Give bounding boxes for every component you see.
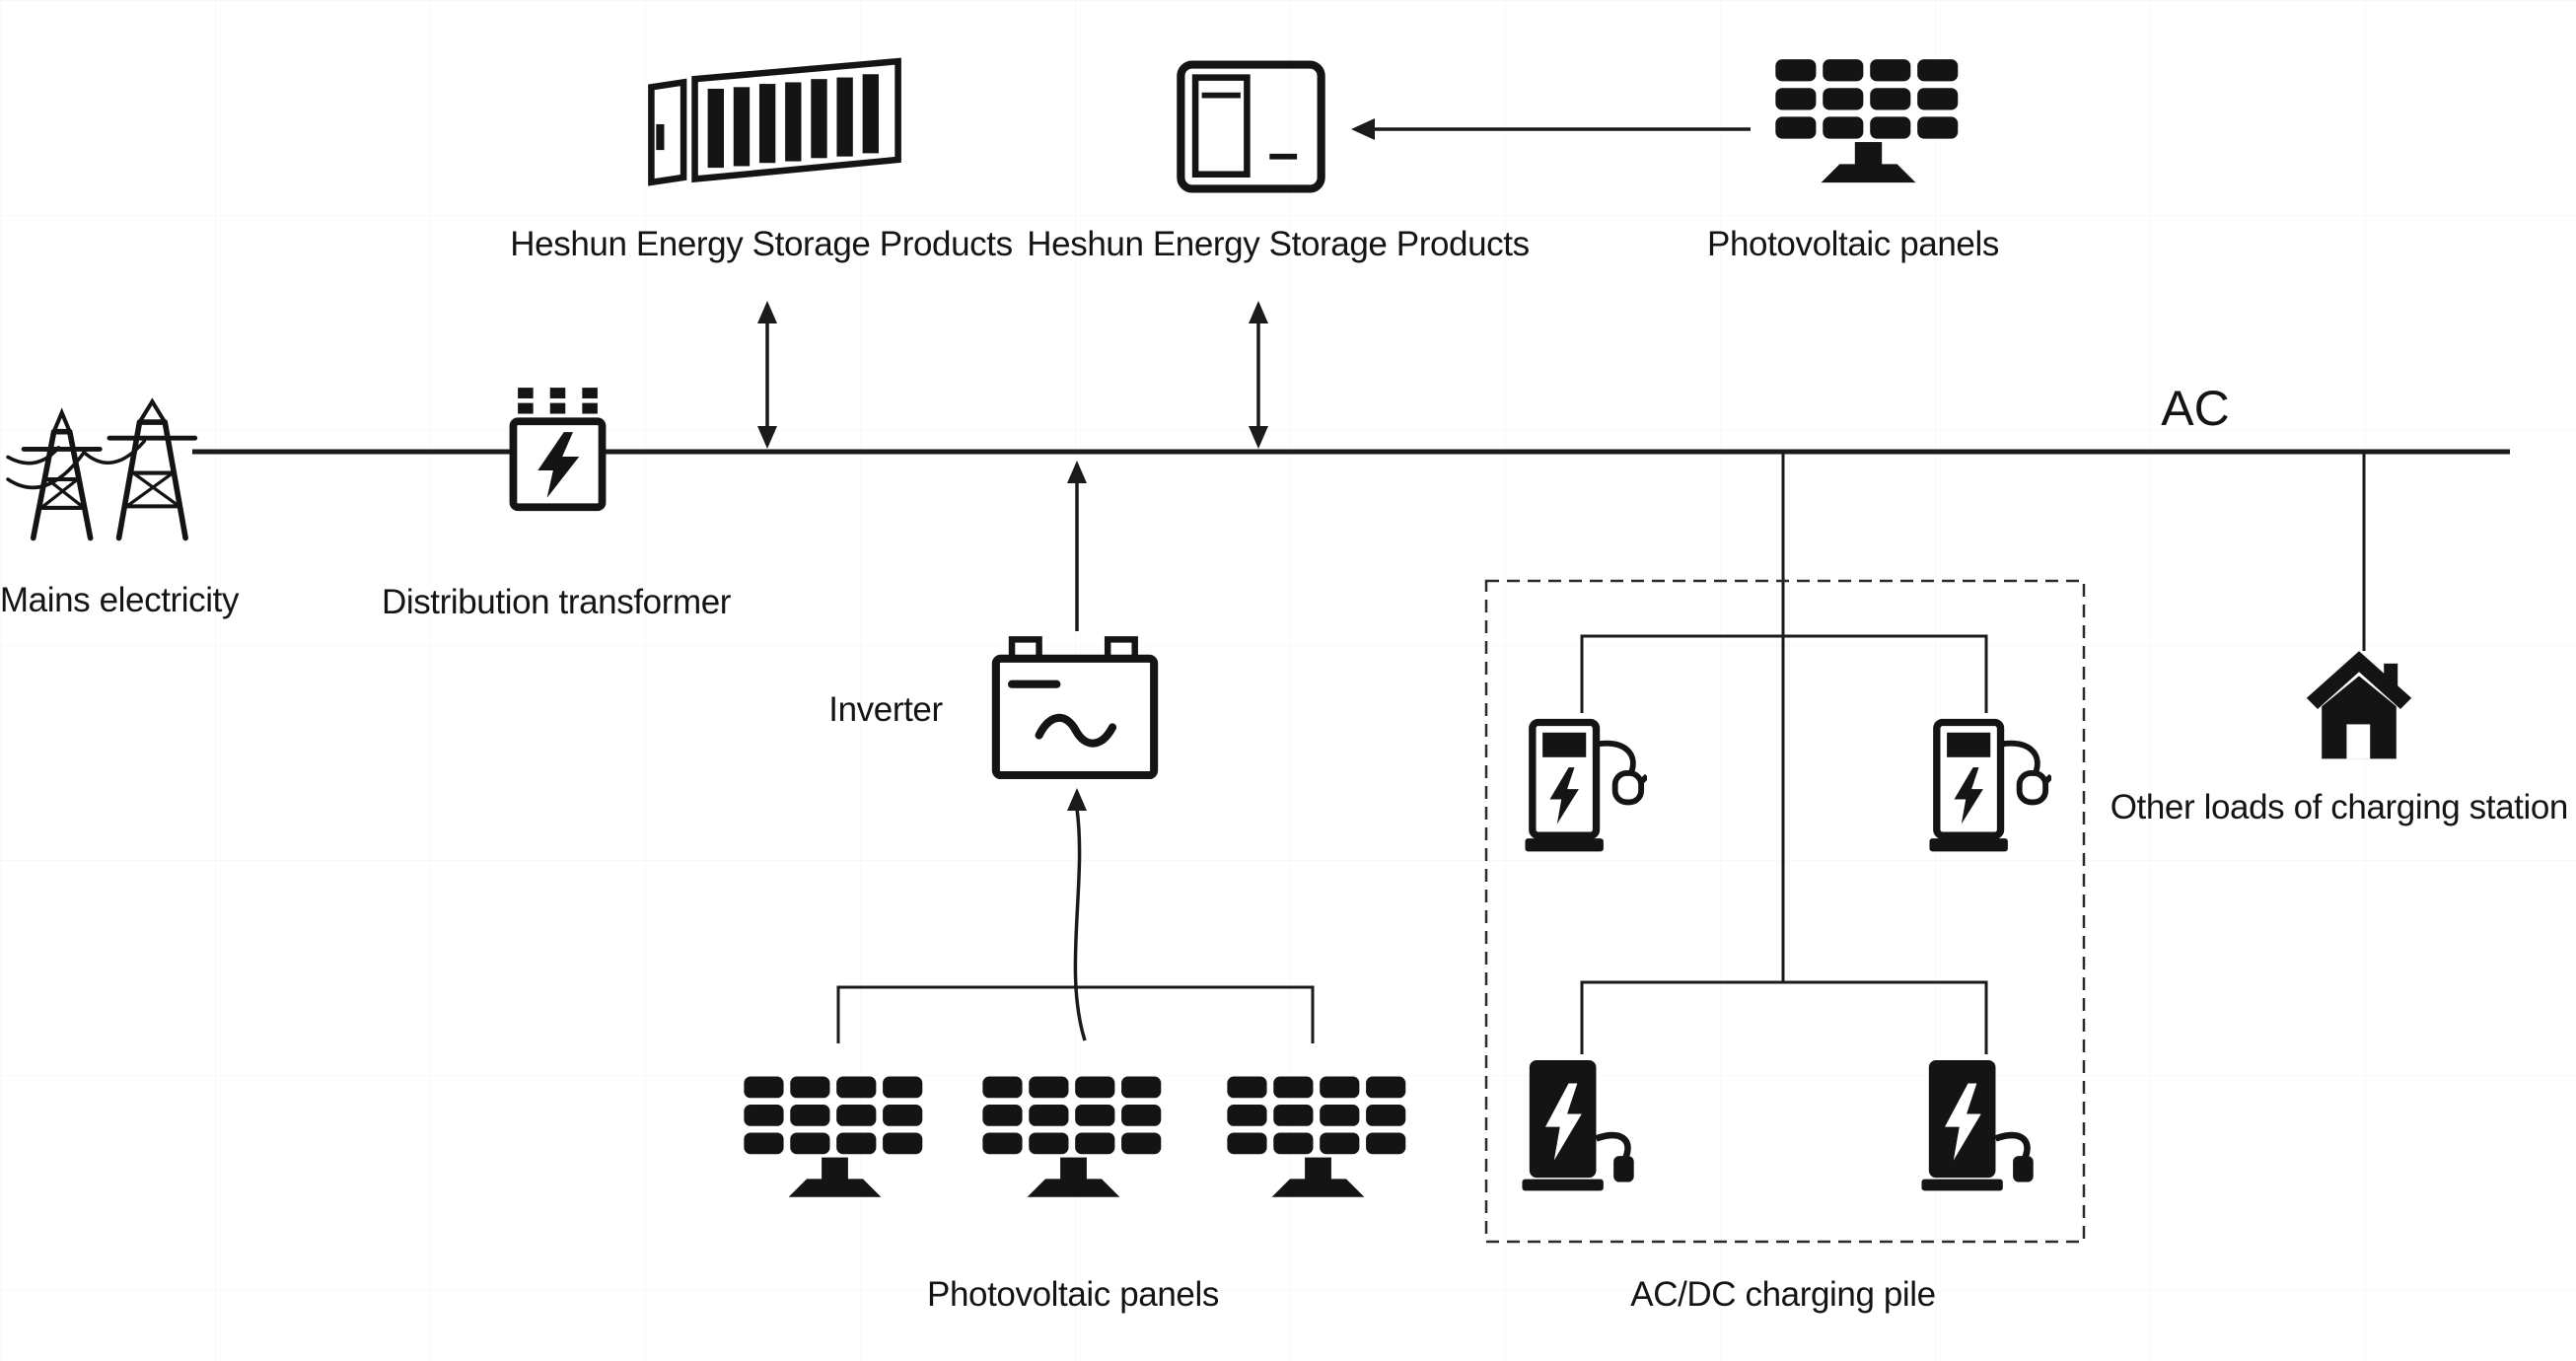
label-pv-bottom: Photovoltaic panels xyxy=(927,1275,1219,1314)
label-mains: Mains electricity xyxy=(0,581,240,619)
energy-storage-cabinet-icon xyxy=(1173,58,1329,195)
label-pv-top: Photovoltaic panels xyxy=(1707,225,1999,263)
photovoltaic-panel-icon xyxy=(974,1070,1173,1205)
charging-bottom-connector xyxy=(1580,980,1988,1054)
label-charging-pile: AC/DC charging pile xyxy=(1630,1275,1936,1314)
pv-array-bracket xyxy=(836,985,1315,1043)
label-ac-bus: AC xyxy=(2161,381,2230,436)
photovoltaic-panel-icon xyxy=(736,1070,934,1205)
label-storage-mid: Heshun Energy Storage Products xyxy=(1027,225,1530,263)
photovoltaic-panel-icon xyxy=(1219,1070,1417,1205)
charging-top-connector xyxy=(1580,634,1988,713)
label-inverter: Inverter xyxy=(828,690,943,729)
house-icon xyxy=(2304,647,2414,764)
arrowheads xyxy=(757,118,1375,811)
distribution-transformer-icon xyxy=(504,385,611,515)
pv-to-inverter-arrow-line xyxy=(1073,808,1087,1041)
dc-charging-pile-icon xyxy=(1920,1054,2043,1192)
charging-pile-dashed-box xyxy=(1484,579,2086,1244)
ac-charging-pile-icon xyxy=(1928,715,2051,853)
dc-charging-pile-icon xyxy=(1521,1054,1644,1192)
label-other-loads: Other loads of charging station xyxy=(2110,788,2569,826)
label-transformer: Distribution transformer xyxy=(381,583,732,621)
inverter-icon xyxy=(991,636,1159,780)
transmission-towers-icon xyxy=(6,377,198,545)
label-storage-left: Heshun Energy Storage Products xyxy=(510,225,1013,263)
energy-storage-container-icon xyxy=(641,53,908,190)
ac-charging-pile-icon xyxy=(1524,715,1647,853)
photovoltaic-panel-icon xyxy=(1763,54,1973,189)
